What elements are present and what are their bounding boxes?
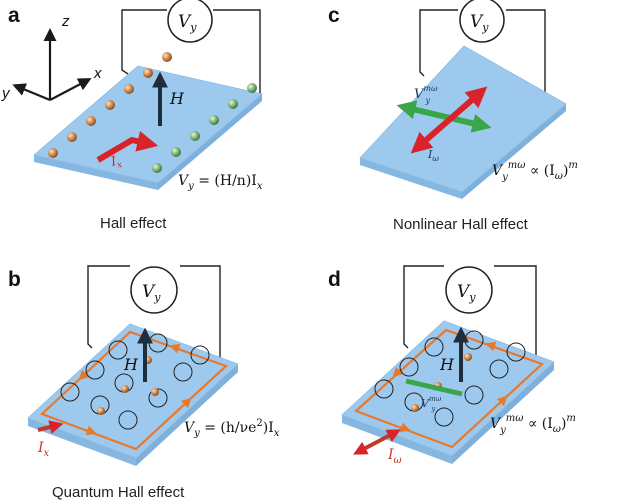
- hall-equation: Vy = (H/n)Ix: [178, 173, 263, 192]
- hole-icon: [209, 115, 219, 125]
- orbit-icon: [118, 410, 138, 430]
- hole-icon: [190, 131, 200, 141]
- electron-icon: [97, 407, 105, 415]
- current-label: Iω: [427, 148, 439, 163]
- coordinate-axes: z x y: [1, 13, 102, 102]
- orbit-icon: [489, 359, 509, 379]
- hole-icon: [228, 99, 238, 109]
- orbit-icon: [506, 342, 526, 362]
- hole-row: [152, 83, 257, 173]
- chiral-edge-state: [353, 328, 545, 449]
- panel-d: d Vy: [328, 265, 576, 466]
- electron-icon: [162, 52, 172, 62]
- sample-slab: [27, 323, 239, 466]
- field-label: H: [123, 355, 139, 374]
- edge-direction-arrow: [180, 397, 192, 409]
- current-label: Iω: [387, 447, 402, 466]
- orbit-icon: [85, 360, 105, 380]
- svg-text:Vy: Vy: [178, 12, 197, 34]
- field-label: H: [169, 89, 185, 108]
- svg-text:Vy: Vy: [470, 12, 489, 34]
- y-axis-arrow: [12, 83, 51, 102]
- panel-b: b Vy: [8, 265, 280, 500]
- voltmeter: Vy: [167, 0, 213, 43]
- edge-direction-arrow: [78, 369, 90, 381]
- orbit-icon: [374, 379, 394, 399]
- field-label: H: [439, 355, 455, 374]
- orbit-icon: [60, 382, 80, 402]
- orbit-icon: [173, 362, 193, 382]
- orbit-icon: [148, 388, 168, 408]
- edge-direction-arrow: [399, 422, 411, 433]
- electron-row: [97, 356, 159, 415]
- current-label: Ix: [37, 440, 50, 459]
- orbit-icon: [424, 337, 444, 357]
- edge-direction-arrow: [496, 395, 508, 407]
- cyclotron-orbits: [60, 333, 210, 430]
- svg-text:Vy: Vy: [142, 282, 161, 304]
- caption-hall-effect: Hall effect: [100, 215, 167, 232]
- hole-icon: [247, 83, 257, 93]
- nonlinear-voltage-arrow: [405, 378, 463, 397]
- panel-a: a z x y Vy: [1, 0, 263, 232]
- electron-icon: [411, 404, 419, 412]
- voltmeter: Vy: [130, 266, 178, 314]
- voltmeter: Vy: [445, 266, 493, 314]
- ac-current-arrow: [353, 429, 401, 455]
- panel-c-label: c: [328, 4, 340, 27]
- electron-icon: [124, 84, 134, 94]
- edge-direction-arrow: [392, 366, 404, 378]
- orbit-icon: [108, 340, 128, 360]
- nonlinear-quantum-hall-equation: Vymω ∝ (Iω)m: [490, 413, 576, 436]
- electron-icon: [151, 388, 159, 396]
- current-arrow: [96, 131, 159, 163]
- x-axis-label: x: [93, 65, 102, 82]
- orbit-icon: [399, 357, 419, 377]
- caption-quantum-hall-effect: Quantum Hall effect: [52, 484, 185, 500]
- nonlinear-hall-equation: Vymω ∝ (Iω)m: [492, 160, 578, 183]
- edge-direction-arrow: [169, 343, 181, 354]
- electron-icon: [67, 132, 77, 142]
- edge-direction-arrow: [85, 425, 97, 436]
- hole-icon: [171, 147, 181, 157]
- electron-icon: [86, 116, 96, 126]
- y-axis-label: y: [1, 85, 11, 102]
- electron-icon: [48, 148, 58, 158]
- svg-text:Vy: Vy: [457, 282, 476, 304]
- panel-d-label: d: [328, 268, 341, 291]
- panel-a-label: a: [8, 4, 20, 27]
- sample-slab: [33, 65, 263, 190]
- hole-icon: [152, 163, 162, 173]
- edge-direction-arrow: [485, 341, 497, 352]
- quantum-hall-equation: Vy = (h/νe2)Ix: [184, 418, 280, 439]
- current-label: Ix: [109, 153, 124, 172]
- chiral-edge-state: [39, 330, 229, 451]
- electron-icon: [105, 100, 115, 110]
- electron-icon: [143, 68, 153, 78]
- cyclotron-orbits: [374, 330, 526, 427]
- electron-icon: [464, 353, 472, 361]
- caption-nonlinear-hall-effect: Nonlinear Hall effect: [393, 216, 529, 233]
- x-axis-arrow: [49, 78, 92, 101]
- z-axis-label: z: [61, 13, 70, 30]
- electron-row: [48, 52, 172, 158]
- orbit-icon: [434, 407, 454, 427]
- voltmeter: Vy: [459, 0, 505, 43]
- orbit-icon: [190, 345, 210, 365]
- current-arrow: [37, 420, 64, 434]
- orbit-icon: [464, 385, 484, 405]
- ac-current-arrow: [410, 86, 488, 154]
- panel-b-label: b: [8, 268, 21, 291]
- electron-icon: [121, 385, 129, 393]
